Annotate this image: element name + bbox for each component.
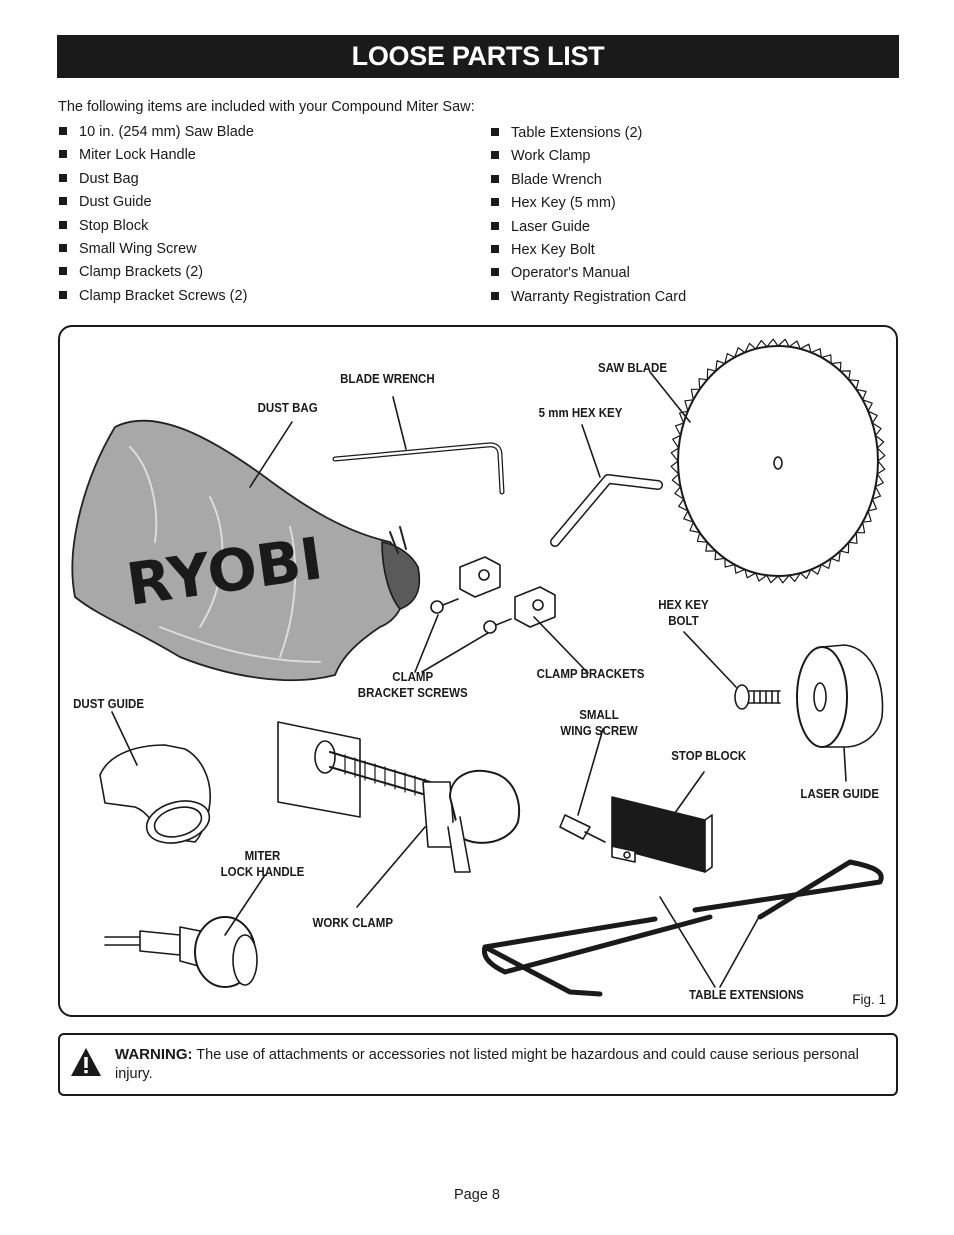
clamp-brackets-illustration: [459, 556, 589, 674]
list-item: Miter Lock Handle: [58, 146, 254, 169]
list-item: Laser Guide: [490, 218, 686, 241]
list-item: Hex Key Bolt: [490, 241, 686, 264]
list-item: Dust Guide: [58, 193, 254, 216]
list-item: Table Extensions (2): [490, 124, 686, 147]
warning-text: WARNING: The use of attachments or acces…: [115, 1045, 876, 1084]
label-laser-guide: LASER GUIDE: [800, 787, 880, 801]
parts-figure: RYOBI: [58, 325, 898, 1017]
wing-screw-illustration: [559, 728, 606, 843]
list-item: Operator's Manual: [490, 264, 686, 287]
label-saw-blade: SAW BLADE: [598, 361, 667, 375]
page-number: Page 8: [454, 1187, 500, 1203]
figure-number: Fig. 1: [852, 992, 886, 1007]
label-line: MITER: [244, 849, 281, 863]
page-title: LOOSE PARTS LIST: [351, 41, 605, 71]
warning-triangle-icon: [71, 1048, 101, 1076]
label-dust-guide: DUST GUIDE: [73, 697, 145, 711]
hex-key-bolt-illustration: [683, 631, 781, 710]
list-item: Clamp Brackets (2): [58, 263, 254, 286]
work-clamp-illustration: [277, 721, 520, 908]
list-item: Clamp Bracket Screws (2): [58, 287, 254, 310]
list-item: 10 in. (254 mm) Saw Blade: [58, 123, 254, 146]
list-item: Work Clamp: [490, 147, 686, 170]
parts-list-right: Table Extensions (2) Work Clamp Blade Wr…: [490, 124, 686, 311]
label-dust-bag: DUST BAG: [257, 401, 318, 415]
label-hex-key-bolt: HEX KEY BOLT: [658, 597, 708, 629]
label-work-clamp: WORK CLAMP: [312, 916, 394, 930]
parts-list-left: 10 in. (254 mm) Saw Blade Miter Lock Han…: [58, 123, 254, 310]
parts-illustration: RYOBI: [71, 338, 886, 997]
saw-blade-teeth: [670, 338, 886, 584]
label-line: SMALL: [579, 708, 619, 722]
label-blade-wrench: BLADE WRENCH: [340, 372, 435, 386]
list-item: Hex Key (5 mm): [490, 194, 686, 217]
label-line: LOCK HANDLE: [220, 865, 305, 879]
list-item: Blade Wrench: [490, 171, 686, 194]
hex-key-illustration: [550, 424, 663, 547]
label-line: WING SCREW: [560, 724, 638, 738]
table-extensions-illustration: [481, 859, 884, 997]
intro-text: The following items are included with yo…: [58, 99, 475, 115]
label-clamp-brackets: CLAMP BRACKETS: [536, 667, 645, 681]
label-miter-handle: MITER LOCK HANDLE: [221, 848, 305, 880]
list-item: Stop Block: [58, 217, 254, 240]
dust-bag-illustration: RYOBI: [71, 419, 421, 682]
title-bar: LOOSE PARTS LIST: [57, 35, 899, 78]
label-table-extensions: TABLE EXTENSIONS: [688, 988, 804, 1002]
saw-blade-illustration: [649, 338, 886, 584]
dust-guide-illustration: [99, 711, 211, 844]
stop-block-illustration: [611, 771, 713, 873]
warning-message: The use of attachments or accessories no…: [115, 1047, 859, 1082]
laser-guide-illustration: [796, 644, 884, 782]
label-wing-screw: SMALL WING SCREW: [560, 707, 637, 739]
warning-label: WARNING:: [115, 1046, 193, 1063]
list-item: Dust Bag: [58, 170, 254, 193]
label-stop-block: STOP BLOCK: [671, 749, 747, 763]
clamp-screws-illustration: [414, 598, 512, 673]
label-line: HEX KEY: [658, 598, 709, 612]
blade-wrench-illustration: [332, 396, 505, 495]
warning-box: WARNING: The use of attachments or acces…: [58, 1033, 898, 1096]
label-clamp-screws: CLAMP BRACKET SCREWS: [358, 669, 468, 701]
miter-handle-illustration: [104, 874, 266, 988]
label-line: BOLT: [668, 614, 699, 628]
list-item: Warranty Registration Card: [490, 288, 686, 311]
label-hex-key: 5 mm HEX KEY: [538, 406, 623, 420]
label-line: CLAMP: [392, 670, 434, 684]
list-item: Small Wing Screw: [58, 240, 254, 263]
label-line: BRACKET SCREWS: [357, 686, 468, 700]
